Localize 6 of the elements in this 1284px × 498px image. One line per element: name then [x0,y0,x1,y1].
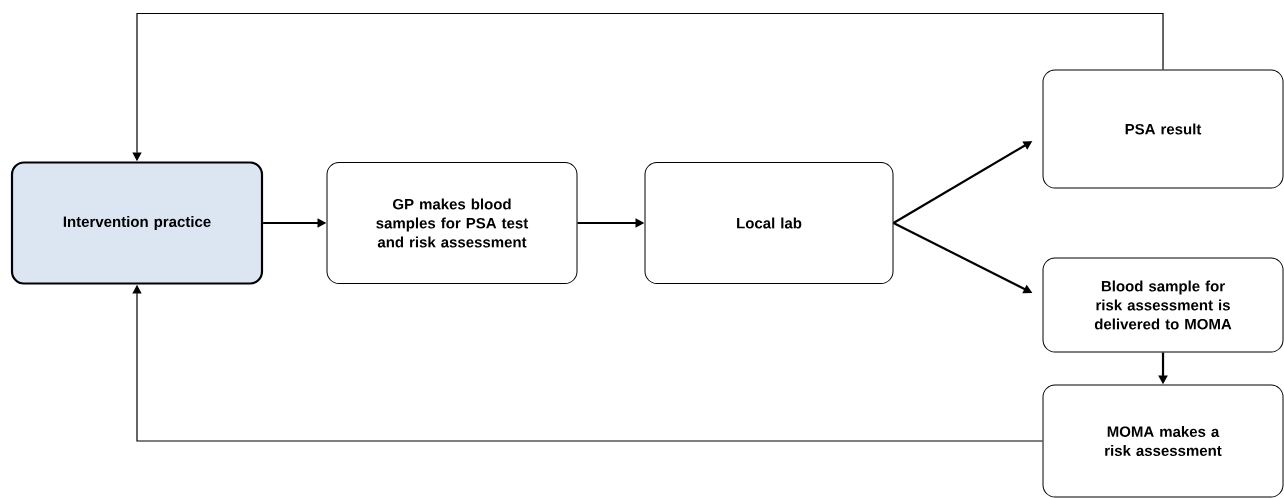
process-box: GP makes blood samples for PSA test and risk assessment [326,162,578,284]
process-box: Blood sample for risk assessment is delivered to MOMA [1042,257,1284,353]
process-box: Intervention practice [10,161,264,285]
process-box: MOMA makes a risk assessment [1042,384,1284,498]
process-box: PSA result [1042,69,1284,189]
process-box: Local lab [644,162,894,284]
